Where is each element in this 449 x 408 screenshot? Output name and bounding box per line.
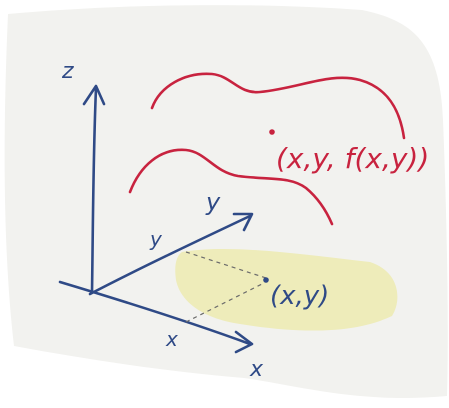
x-axis-label: x bbox=[249, 357, 264, 382]
x-axis-line bbox=[58, 280, 252, 346]
z-axis-line bbox=[90, 86, 98, 294]
point-xyf-dot bbox=[269, 129, 275, 135]
x-axis-label-near: x bbox=[165, 327, 178, 351]
x-axis-arrowhead bbox=[234, 330, 254, 354]
z-axis-arrowhead bbox=[82, 84, 106, 106]
y-axis-arrowhead bbox=[232, 212, 254, 232]
point-xy-label: (x,y) bbox=[270, 281, 329, 311]
surface-curve-lower bbox=[128, 148, 334, 226]
point-xy-dot bbox=[263, 277, 269, 283]
projection-line-x bbox=[185, 283, 263, 323]
z-axis-label: z bbox=[61, 59, 74, 84]
y-axis-line bbox=[88, 214, 252, 296]
highlighter-smudge bbox=[175, 249, 398, 331]
projection-line-y bbox=[185, 251, 267, 279]
y-axis-label-near: y bbox=[149, 227, 163, 251]
y-axis-label: y bbox=[205, 188, 221, 216]
surface-curve-upper bbox=[150, 72, 406, 140]
point-xyf-label: (x,y, f(x,y)) bbox=[276, 142, 429, 175]
